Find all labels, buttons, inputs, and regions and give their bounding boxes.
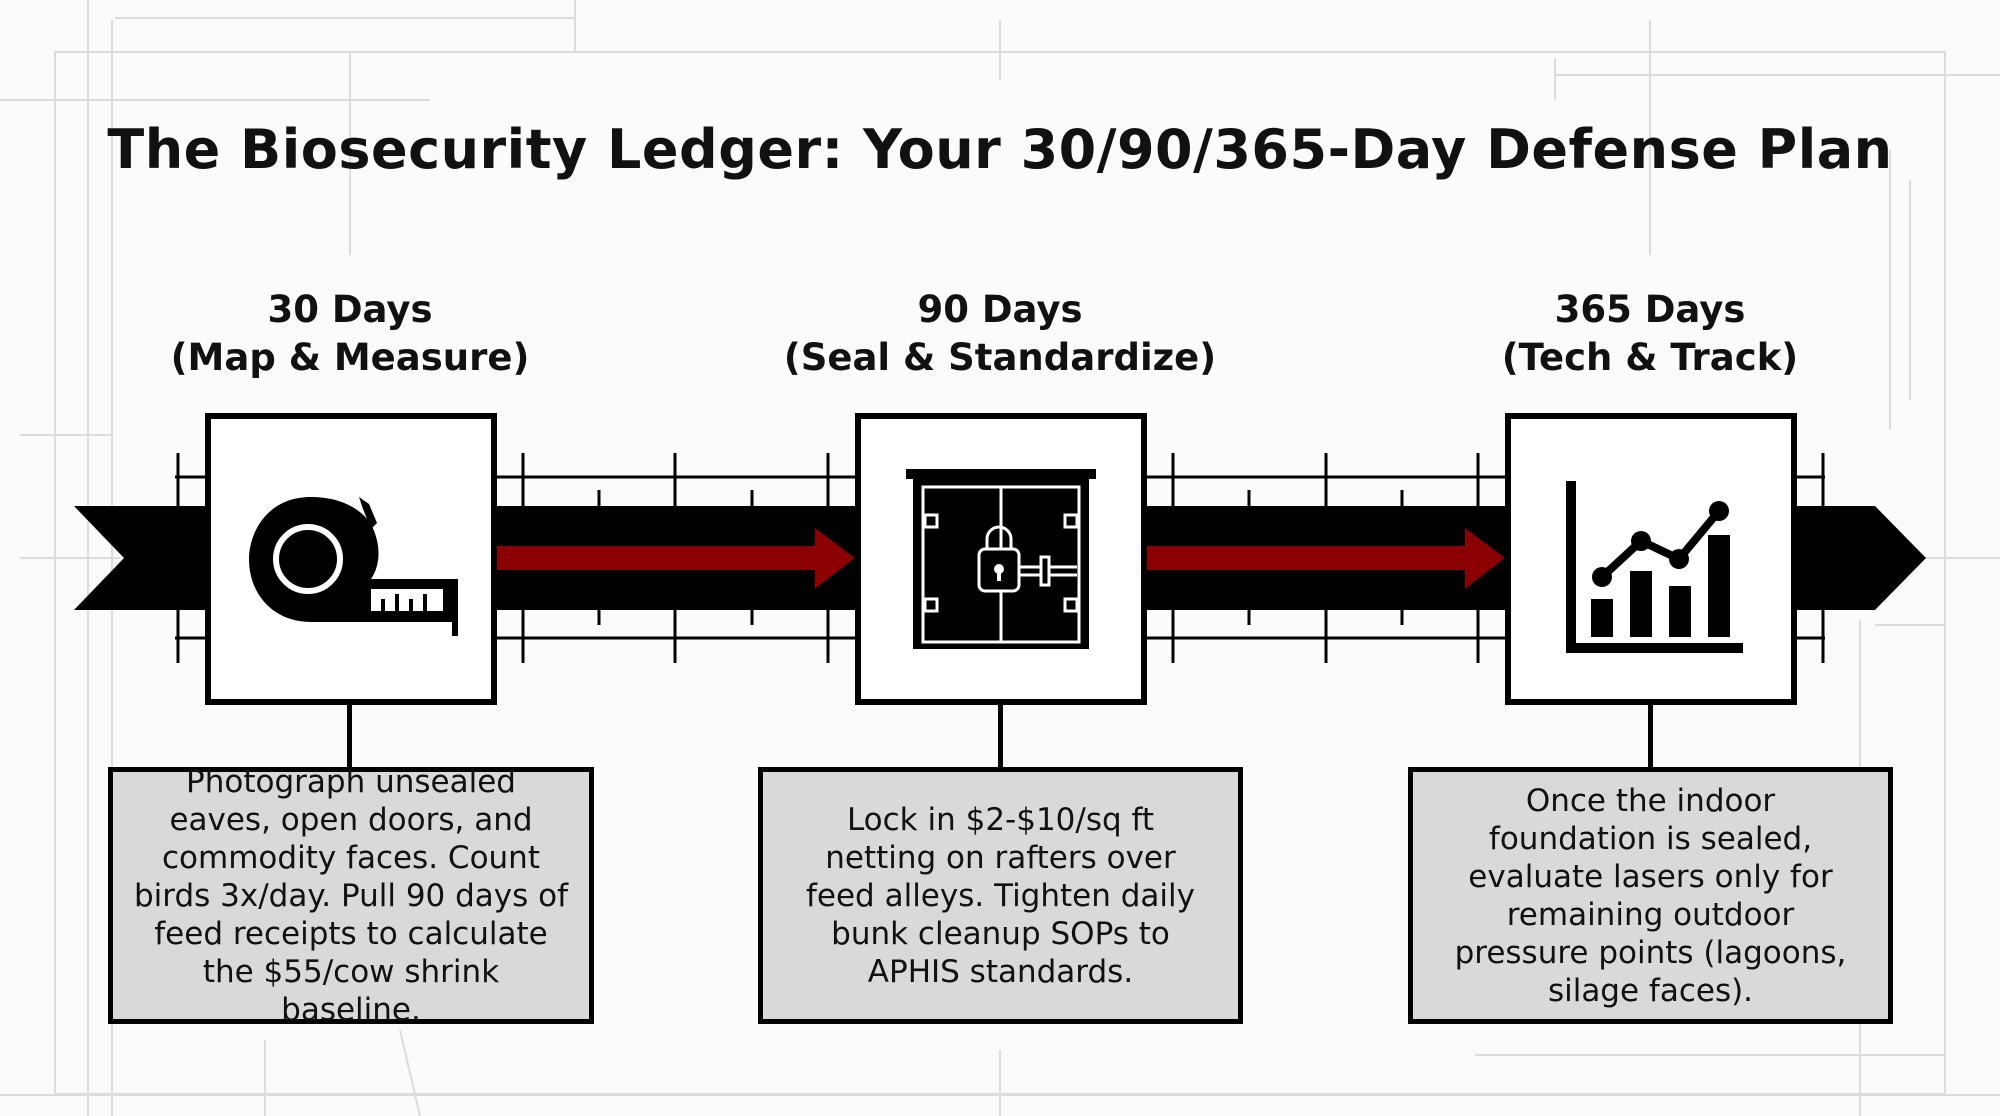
chart-icon bbox=[1566, 481, 1743, 653]
progress-arrow-2 bbox=[1145, 528, 1505, 589]
connector-line bbox=[998, 703, 1003, 767]
phase-subtitle: (Seal & Standardize) bbox=[783, 336, 1217, 379]
phase-heading-365: 365 Days (Tech & Track) bbox=[1350, 286, 1950, 382]
phase-days: 30 Days bbox=[267, 288, 433, 331]
phase-icon-box-90 bbox=[855, 413, 1147, 705]
locked-door-icon bbox=[906, 469, 1096, 649]
phase-heading-30: 30 Days (Map & Measure) bbox=[50, 286, 650, 382]
phase-subtitle: (Map & Measure) bbox=[170, 336, 530, 379]
tape-measure-icon bbox=[249, 497, 458, 636]
phase-days: 90 Days bbox=[917, 288, 1083, 331]
connector-line bbox=[347, 703, 352, 767]
phase-days: 365 Days bbox=[1554, 288, 1746, 331]
phase-icon-box-365 bbox=[1505, 413, 1797, 705]
phase-description-30: Photograph unsealed eaves, open doors, a… bbox=[108, 764, 594, 1028]
progress-arrow-1 bbox=[497, 528, 855, 589]
page-title: The Biosecurity Ledger: Your 30/90/365-D… bbox=[107, 118, 1893, 181]
phase-heading-90: 90 Days (Seal & Standardize) bbox=[700, 286, 1300, 382]
phase-icon-box-30 bbox=[205, 413, 497, 705]
connector-line bbox=[1648, 703, 1653, 767]
phase-description-90: Lock in $2-$10/sq ft netting on rafters … bbox=[758, 767, 1243, 1024]
phase-subtitle: (Tech & Track) bbox=[1501, 336, 1799, 379]
phase-description-365: Once the indoor foundation is sealed, ev… bbox=[1408, 767, 1893, 1024]
